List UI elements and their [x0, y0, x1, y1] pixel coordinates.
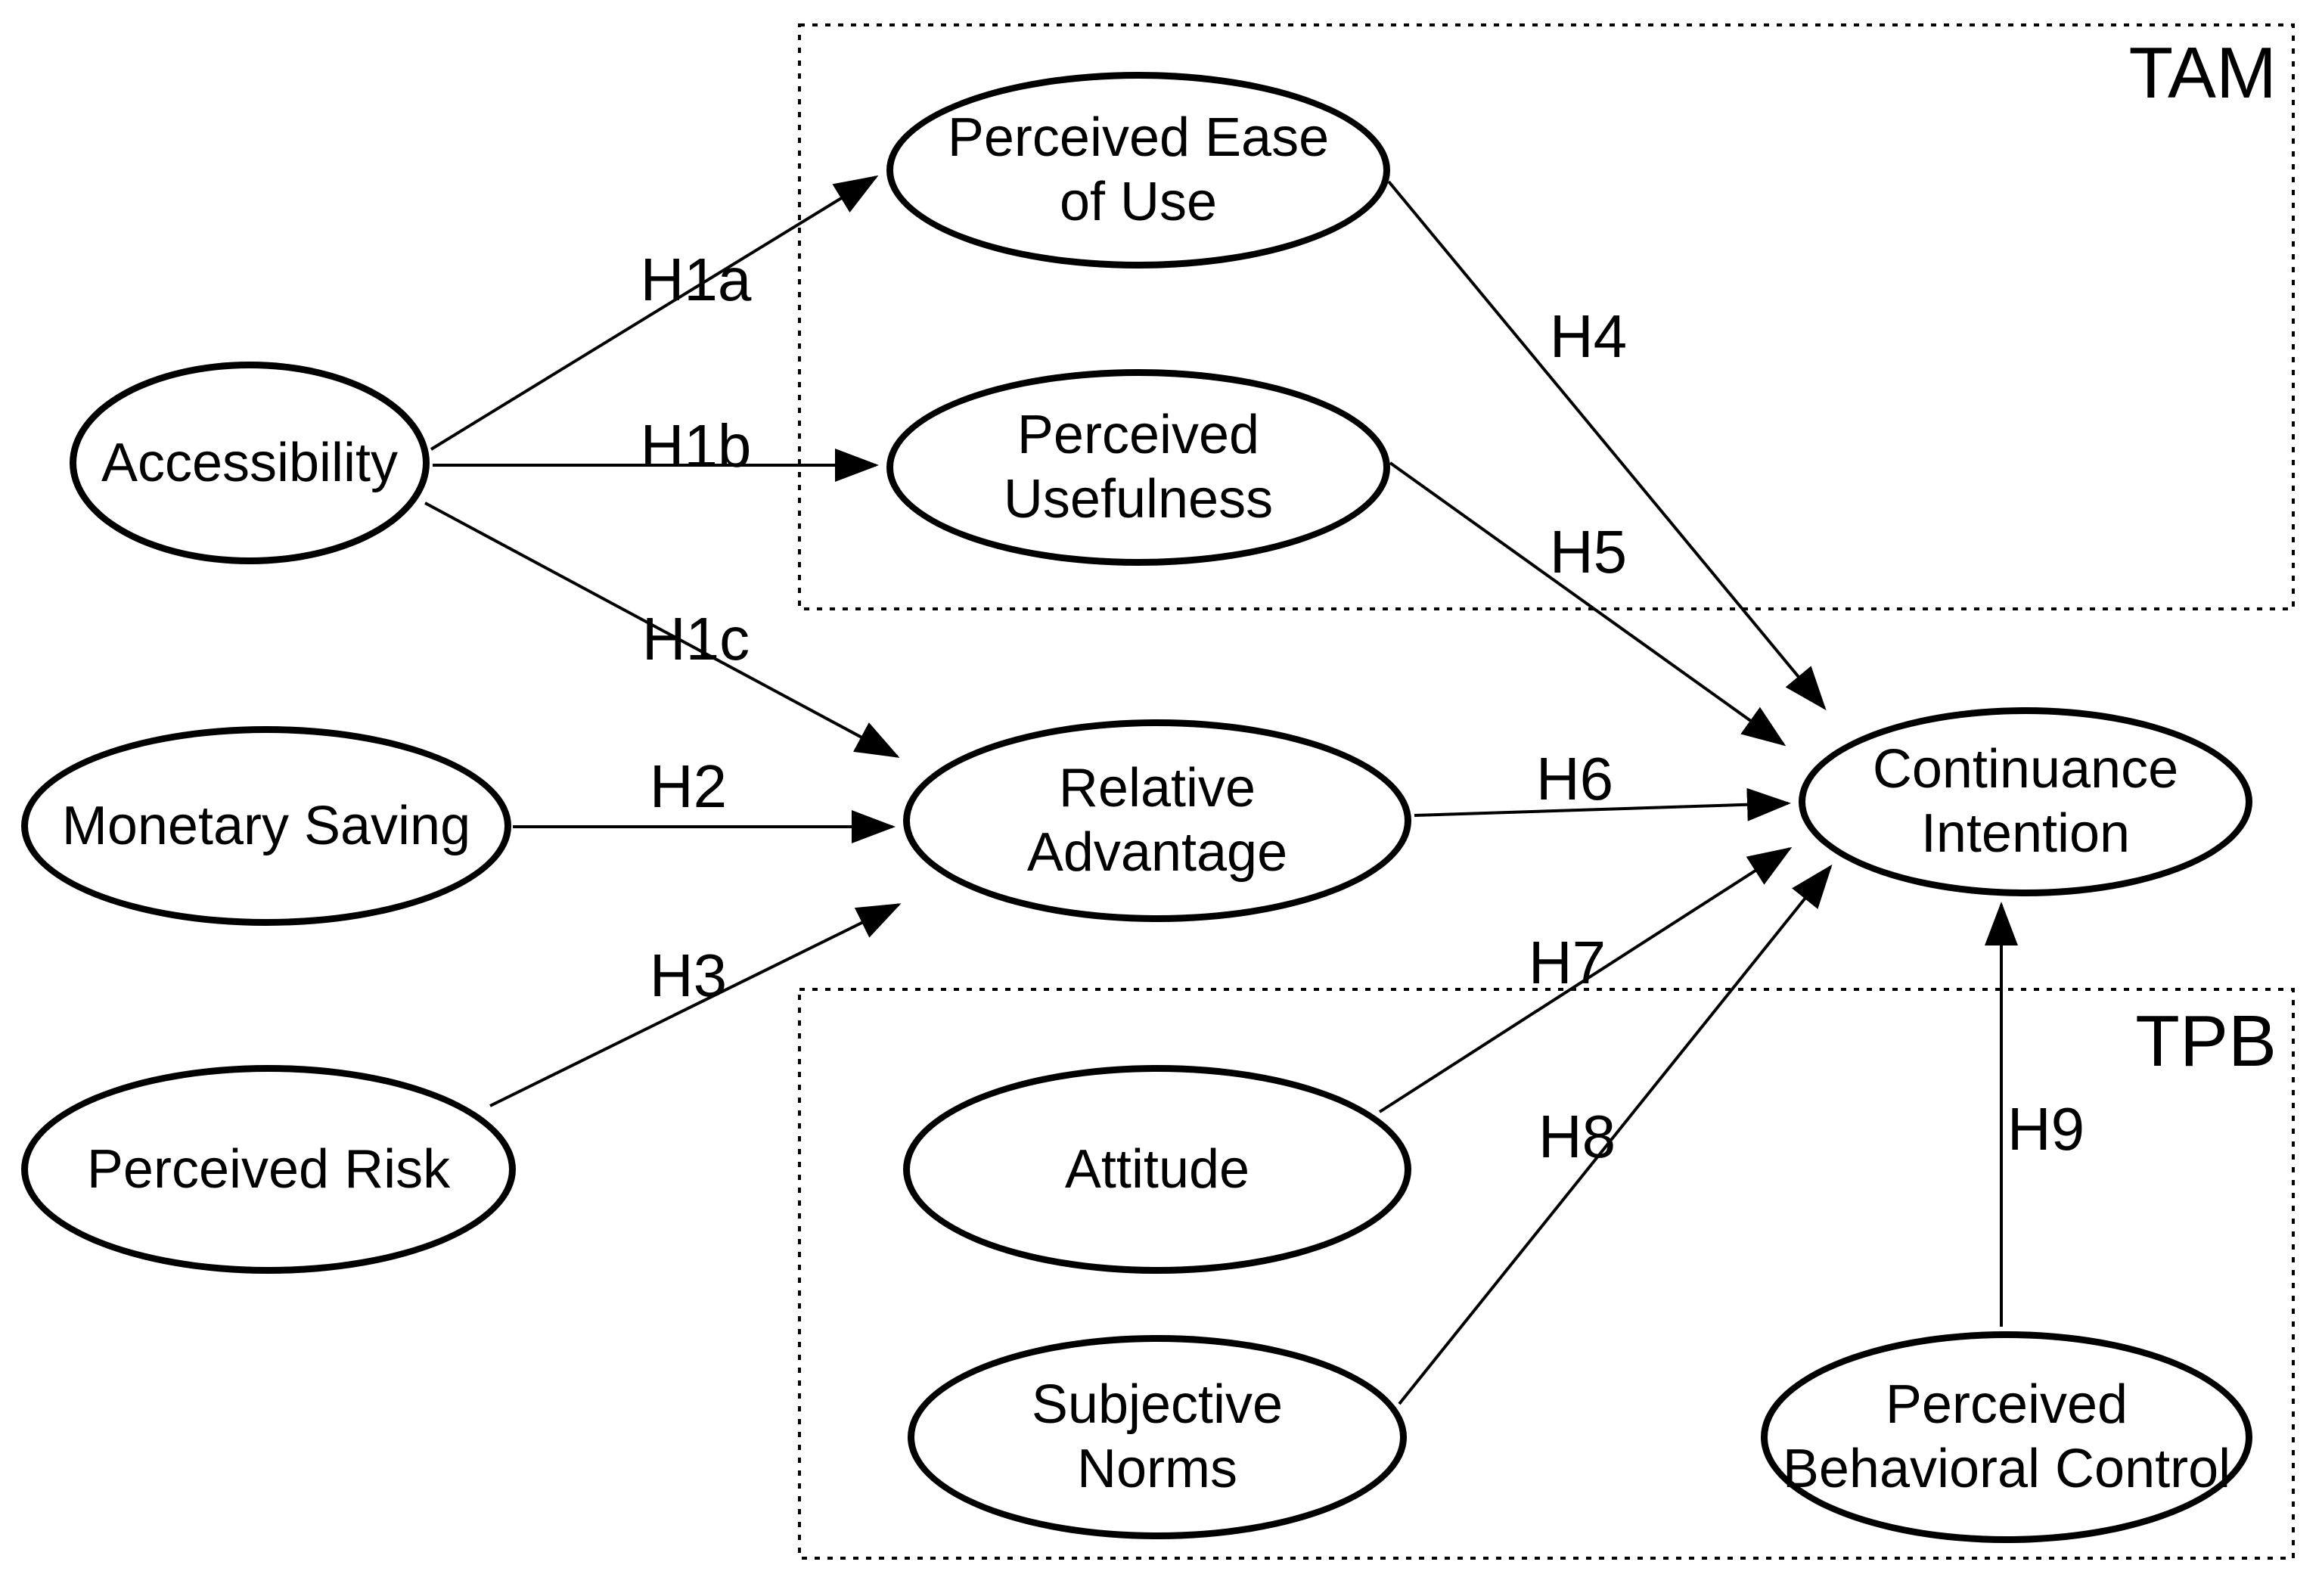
node-continuance-intention: Continuance Intention [1799, 707, 2252, 896]
hypothesis-label-h4: H4 [1549, 303, 1628, 370]
node-accessibility-label: Accessibility [101, 432, 399, 493]
node-monetary-saving: Monetary Saving [21, 726, 511, 926]
node-relative-advantage-label: Relative Advantage [1026, 758, 1288, 883]
node-subjective-norms: Subjective Norms [908, 1335, 1407, 1539]
node-perceived-usefulness: Perceived Usefulness [886, 369, 1390, 566]
node-perceived-ease-of-use: Perceived Ease of Use [886, 72, 1390, 269]
node-monetary-saving-label: Monetary Saving [61, 795, 471, 856]
node-attitude: Attitude [903, 1065, 1411, 1274]
edge-h7-attitude-to-ci [1378, 846, 1793, 1113]
edge-h5-pu-to-ci [1389, 461, 1787, 747]
tpb-group-box [798, 988, 2295, 1560]
hypothesis-label-h9: H9 [2007, 1095, 2085, 1163]
node-attitude-label: Attitude [1064, 1138, 1250, 1200]
hypothesis-label-h1b: H1b [640, 412, 752, 480]
hypothesis-label-h1a: H1a [640, 246, 752, 313]
hypothesis-label-h7: H7 [1528, 929, 1606, 996]
node-perceived-behavioral-control-label: Perceived Behavioral Control [1782, 1374, 2231, 1499]
node-perceived-behavioral-control: Perceived Behavioral Control [1761, 1331, 2252, 1543]
node-relative-advantage: Relative Advantage [903, 719, 1411, 922]
node-subjective-norms-label: Subjective Norms [1031, 1374, 1284, 1499]
hypothesis-label-h6: H6 [1535, 745, 1614, 812]
hypothesis-label-h3: H3 [649, 942, 728, 1009]
node-perceived-risk: Perceived Risk [21, 1065, 516, 1274]
edge-h6-ra-to-ci [1414, 787, 1791, 821]
tam-group-label: TAM [2128, 33, 2277, 113]
node-perceived-usefulness-label: Perceived Usefulness [1003, 405, 1274, 529]
edge-h3-perceived-risk-to-ra [489, 903, 902, 1107]
hypothesis-label-h1c: H1c [641, 605, 750, 672]
edge-h4-peou-to-ci [1387, 180, 1827, 711]
hypothesis-label-h8: H8 [1538, 1103, 1616, 1170]
tpb-group-label: TPB [2135, 1001, 2277, 1082]
edge-h8-subjective-norms-to-ci [1398, 864, 1833, 1405]
node-perceived-ease-of-use-label: Perceived Ease of Use [947, 107, 1330, 232]
node-accessibility: Accessibility [70, 362, 430, 564]
node-perceived-risk-label: Perceived Risk [86, 1138, 451, 1200]
node-continuance-intention-label: Continuance Intention [1872, 739, 2179, 864]
edge-h1c-accessibility-to-ra [424, 501, 900, 758]
hypothesis-label-h2: H2 [649, 753, 728, 820]
hypothesis-label-h5: H5 [1549, 518, 1628, 585]
tam-group-box [798, 23, 2295, 610]
edge-h1a-accessibility-to-peou [430, 175, 879, 451]
